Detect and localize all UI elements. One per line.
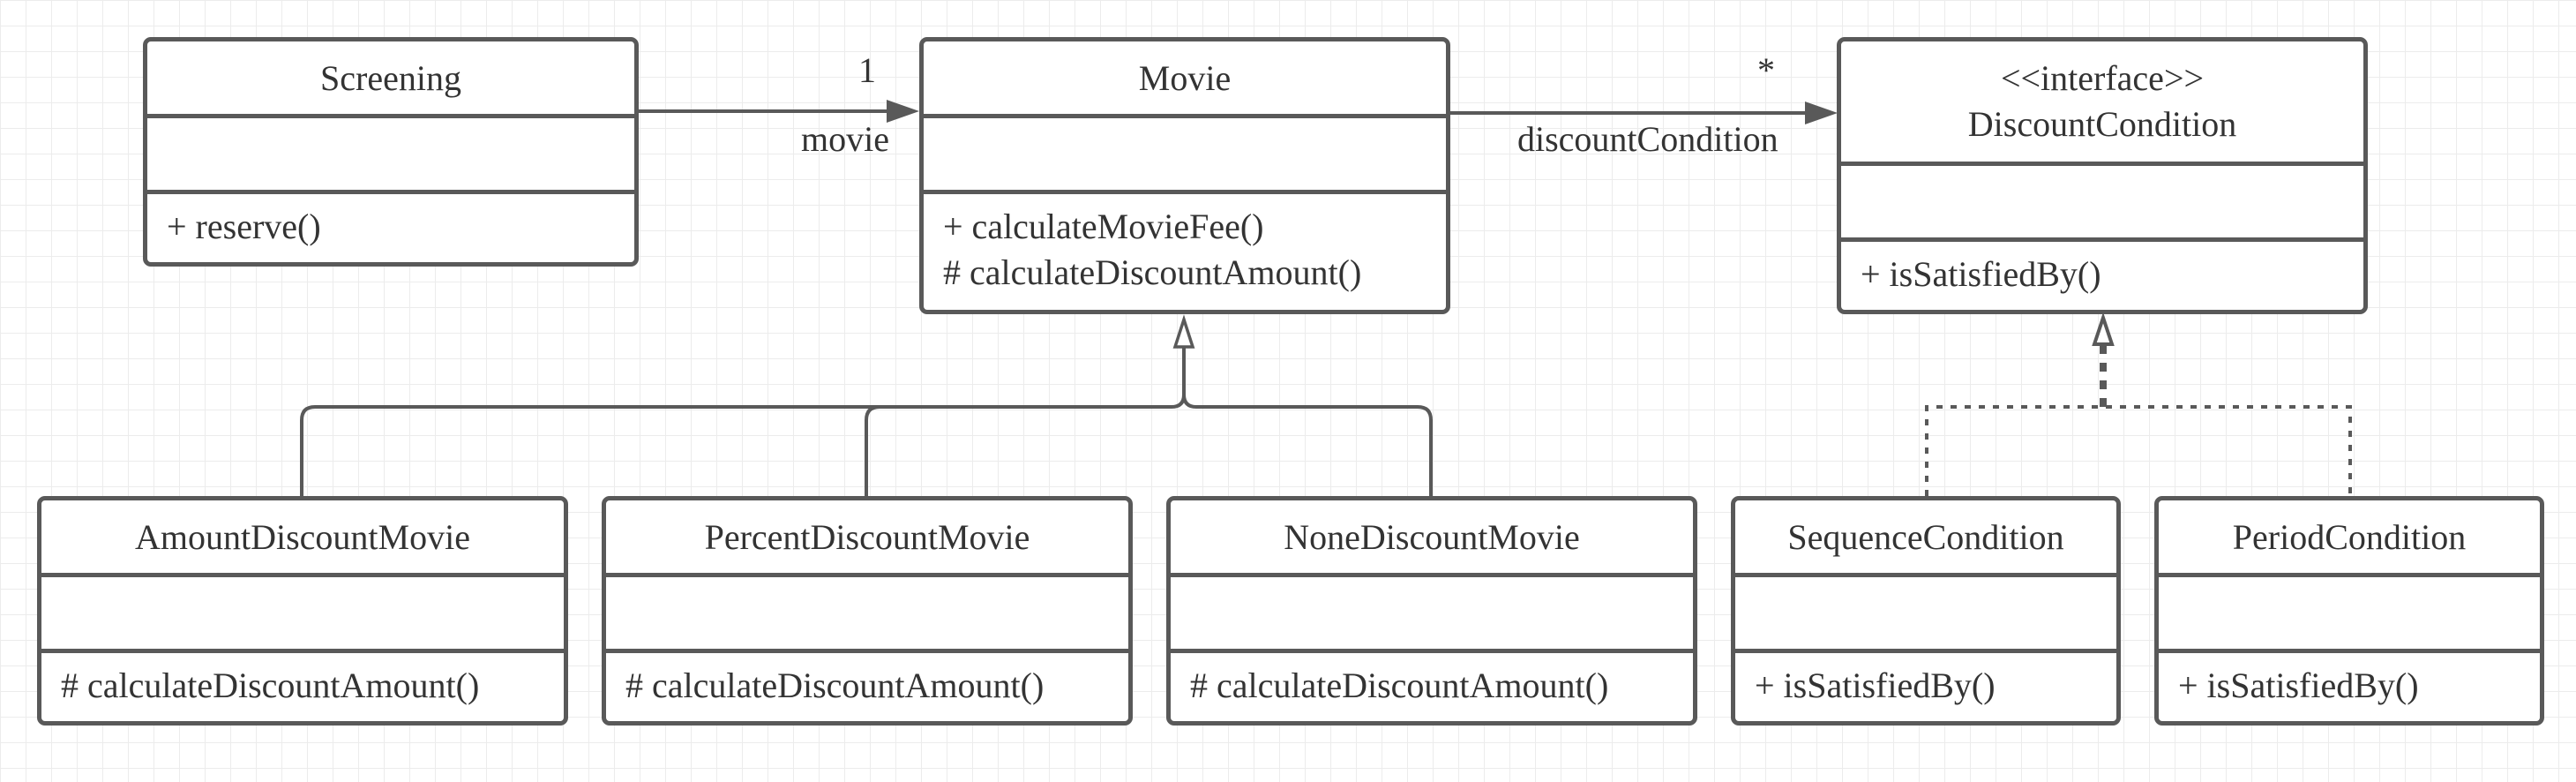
attributes-compartment bbox=[924, 114, 1446, 118]
attributes-compartment bbox=[147, 114, 634, 118]
realization-lines bbox=[1925, 405, 2352, 496]
class-name: SequenceCondition bbox=[1787, 517, 2064, 557]
interface-discount-condition[interactable]: <<interface>> DiscountCondition + isSati… bbox=[1837, 37, 2368, 314]
operations-compartment bbox=[1171, 649, 1693, 653]
multiplicity-discount-condition: * bbox=[1757, 50, 1775, 90]
class-name: NoneDiscountMovie bbox=[1284, 517, 1580, 557]
operations-compartment bbox=[41, 649, 564, 653]
operation: # calculateDiscountAmount() bbox=[625, 665, 1045, 705]
operations-list: + reserve() bbox=[167, 204, 629, 250]
operations-compartment bbox=[147, 190, 634, 194]
class-name: AmountDiscountMovie bbox=[135, 517, 470, 557]
operations-compartment bbox=[1841, 237, 2363, 242]
attributes-compartment bbox=[1841, 162, 2363, 166]
attributes-compartment bbox=[1735, 573, 2116, 577]
class-percent-discount-movie[interactable]: PercentDiscountMovie # calculateDiscount… bbox=[602, 496, 1133, 726]
operations-list: + isSatisfiedBy() bbox=[1861, 252, 2358, 297]
class-name: PercentDiscountMovie bbox=[704, 517, 1030, 557]
operation: + isSatisfiedBy() bbox=[2178, 665, 2419, 705]
operation: # calculateDiscountAmount() bbox=[943, 252, 1362, 292]
class-name: Screening bbox=[320, 58, 461, 98]
class-none-discount-movie[interactable]: NoneDiscountMovie # calculateDiscountAmo… bbox=[1166, 496, 1697, 726]
operation: + isSatisfiedBy() bbox=[1755, 665, 1996, 705]
role-label-movie: movie bbox=[801, 119, 889, 159]
operations-compartment bbox=[2159, 649, 2540, 653]
generalization-arrowhead bbox=[1172, 314, 1195, 349]
operations-compartment bbox=[606, 649, 1128, 653]
attributes-compartment bbox=[1171, 573, 1693, 577]
operation: + isSatisfiedBy() bbox=[1861, 254, 2101, 294]
class-movie[interactable]: Movie + calculateMovieFee() # calculateD… bbox=[919, 37, 1450, 314]
attributes-compartment bbox=[2159, 573, 2540, 577]
interface-name: DiscountCondition bbox=[1967, 104, 2237, 144]
attributes-compartment bbox=[41, 573, 564, 577]
attributes-compartment bbox=[606, 573, 1128, 577]
operations-list: # calculateDiscountAmount() bbox=[61, 663, 558, 709]
class-name: PeriodCondition bbox=[2232, 517, 2467, 557]
multiplicity-movie: 1 bbox=[858, 50, 876, 90]
realization-arrowhead bbox=[2092, 312, 2115, 346]
stereotype-label: <<interface>> bbox=[2000, 58, 2205, 98]
operations-list: # calculateDiscountAmount() bbox=[1190, 663, 1688, 709]
association-arrowhead-movie bbox=[887, 100, 919, 123]
operations-list: # calculateDiscountAmount() bbox=[625, 663, 1123, 709]
class-screening[interactable]: Screening + reserve() bbox=[143, 37, 639, 267]
operation: # calculateDiscountAmount() bbox=[61, 665, 480, 705]
association-arrowhead-discount-condition bbox=[1805, 102, 1838, 124]
operation: # calculateDiscountAmount() bbox=[1190, 665, 1609, 705]
operations-compartment bbox=[924, 190, 1446, 194]
operations-list: + isSatisfiedBy() bbox=[1755, 663, 2111, 709]
operation: + calculateMovieFee() bbox=[943, 207, 1264, 246]
generalization-lines bbox=[300, 347, 1433, 496]
operation: + reserve() bbox=[167, 207, 321, 246]
class-period-condition[interactable]: PeriodCondition + isSatisfiedBy() bbox=[2154, 496, 2544, 726]
role-label-discount-condition: discountCondition bbox=[1517, 119, 1778, 159]
class-amount-discount-movie[interactable]: AmountDiscountMovie # calculateDiscountA… bbox=[37, 496, 568, 726]
operations-list: + isSatisfiedBy() bbox=[2178, 663, 2535, 709]
operations-list: + calculateMovieFee() # calculateDiscoun… bbox=[943, 204, 1441, 296]
operations-compartment bbox=[1735, 649, 2116, 653]
class-name: Movie bbox=[1138, 58, 1232, 98]
class-sequence-condition[interactable]: SequenceCondition + isSatisfiedBy() bbox=[1731, 496, 2121, 726]
